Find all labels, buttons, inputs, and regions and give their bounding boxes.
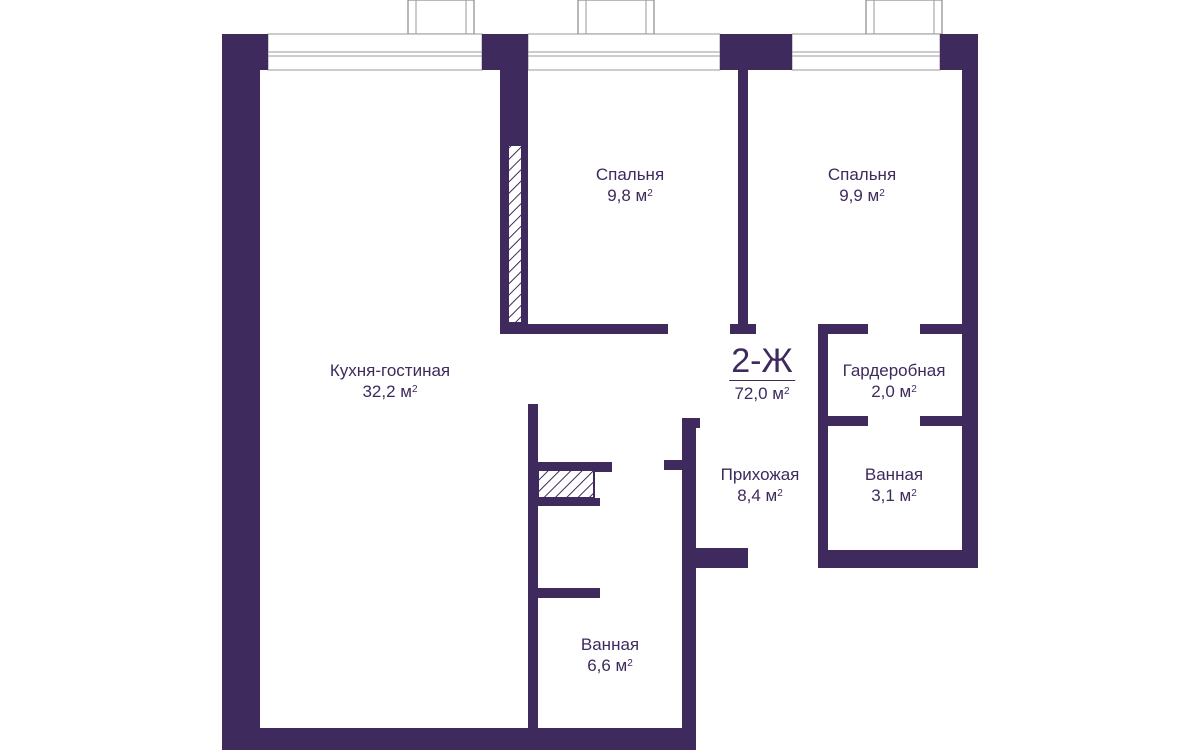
room-label-hallway: Прихожая 8,4 м2 [721,464,800,506]
room-name: Прихожая [720,465,800,484]
room-area: 9,8 м2 [607,186,653,205]
room-area: 32,2 м2 [362,382,418,401]
apartment-summary: 2-Ж 72,0 м2 [729,342,795,405]
room-name: Гардеробная [842,361,946,380]
room-label-bathroom-large: Ванная 6,6 м2 [581,634,639,676]
room-area: 3,1 м2 [871,486,917,505]
room-label-bathroom-small: Ванная 3,1 м2 [865,464,923,506]
room-area: 9,9 м2 [839,186,885,205]
window-sill-middle [577,0,655,35]
room-name: Спальня [827,165,897,184]
room-name: Ванная [864,465,924,484]
room-label-kitchen-living: Кухня-гостиная 32,2 м2 [330,360,450,402]
room-name: Ванная [580,635,640,654]
room-area: 2,0 м2 [871,382,917,401]
vent-shaft-horizontal [537,469,595,499]
top-windows [267,33,941,71]
vent-shaft-vertical [507,144,523,324]
room-label-bedroom-2: Спальня 9,9 м2 [828,164,896,206]
window-sill-right [865,0,943,35]
room-name: Спальня [595,165,665,184]
interior-walls [500,70,978,750]
outer-walls [222,34,978,750]
apartment-total-area: 72,0 м2 [734,384,790,403]
room-label-wardrobe: Гардеробная 2,0 м2 [843,360,946,402]
room-label-bedroom-1: Спальня 9,8 м2 [596,164,664,206]
room-area: 6,6 м2 [587,656,633,675]
room-area: 8,4 м2 [737,486,783,505]
apartment-type: 2-Ж [729,342,795,381]
window-sill-left [407,0,475,35]
room-name: Кухня-гостиная [329,361,451,380]
